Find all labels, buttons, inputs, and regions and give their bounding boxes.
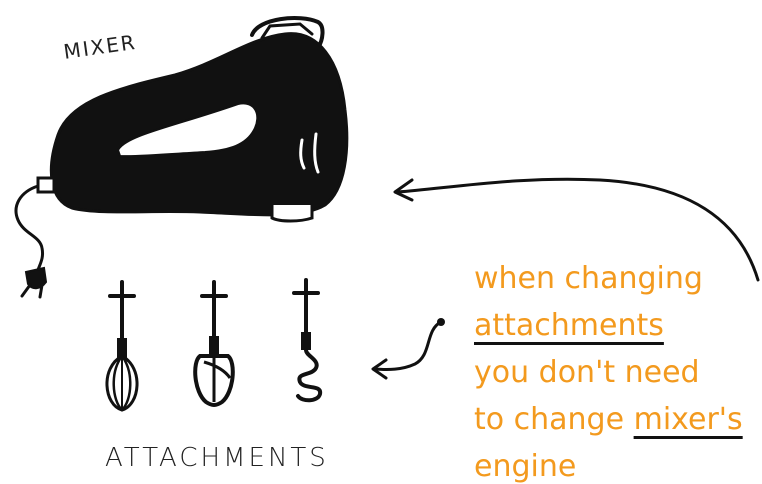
note-underlined-attachments: attachments bbox=[474, 308, 664, 343]
note-underlined-mixers: mixer's bbox=[633, 402, 743, 437]
note-line-2: attachments bbox=[474, 302, 759, 349]
note-line-3: you don't need bbox=[474, 355, 700, 390]
beater-icon bbox=[193, 280, 235, 407]
attachments-label: ATTACHMENTS bbox=[105, 443, 329, 473]
note-line-4-prefix: to change bbox=[474, 402, 634, 437]
mixer-body-icon bbox=[36, 16, 349, 223]
whisk-icon bbox=[105, 280, 139, 412]
note-line-5: engine bbox=[474, 449, 577, 484]
arrow-to-attachments-icon bbox=[371, 318, 445, 380]
annotation-note: when changing attachments you don't need… bbox=[474, 255, 759, 484]
arrow-to-mixer-icon bbox=[393, 177, 760, 282]
power-plug-icon bbox=[14, 184, 48, 299]
dough-hook-icon bbox=[292, 278, 323, 403]
note-line-1: when changing bbox=[474, 261, 703, 296]
note-line-4: to change mixer's bbox=[474, 396, 759, 443]
